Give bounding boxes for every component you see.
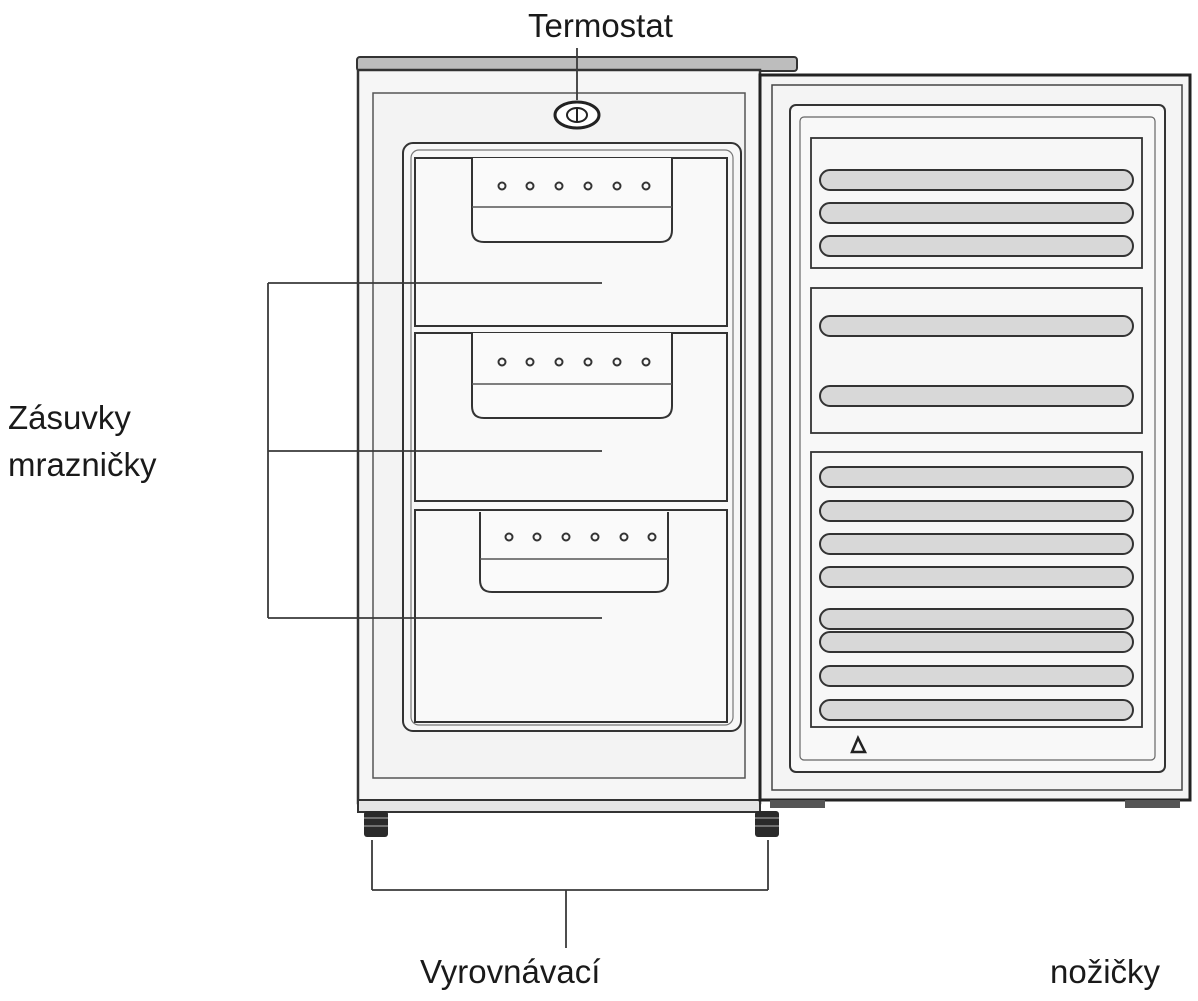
freezer-drawer-2 — [414, 332, 728, 502]
freezer-door — [758, 73, 1192, 808]
freezer-drawers-label-line2: mrazničky — [8, 446, 157, 483]
cabinet-base — [357, 799, 761, 813]
door-triangle-mark — [850, 735, 868, 754]
thermostat-knob — [553, 100, 601, 130]
callout-lines — [267, 48, 769, 948]
door-slats — [819, 169, 1134, 721]
freezer-drawer-3 — [414, 509, 728, 723]
thermostat-label: Termostat — [528, 7, 673, 44]
leveling-foot-left — [364, 811, 388, 837]
leveling-feet-label-word1: Vyrovnávací — [420, 953, 601, 990]
freezer-cabinet — [356, 56, 798, 837]
freezer-drawer-1 — [414, 157, 728, 327]
leveling-foot-right — [755, 811, 779, 837]
leveling-feet-label-word2: nožičky — [1050, 953, 1161, 990]
freezer-drawers-label-line1: Zásuvky — [8, 399, 131, 436]
